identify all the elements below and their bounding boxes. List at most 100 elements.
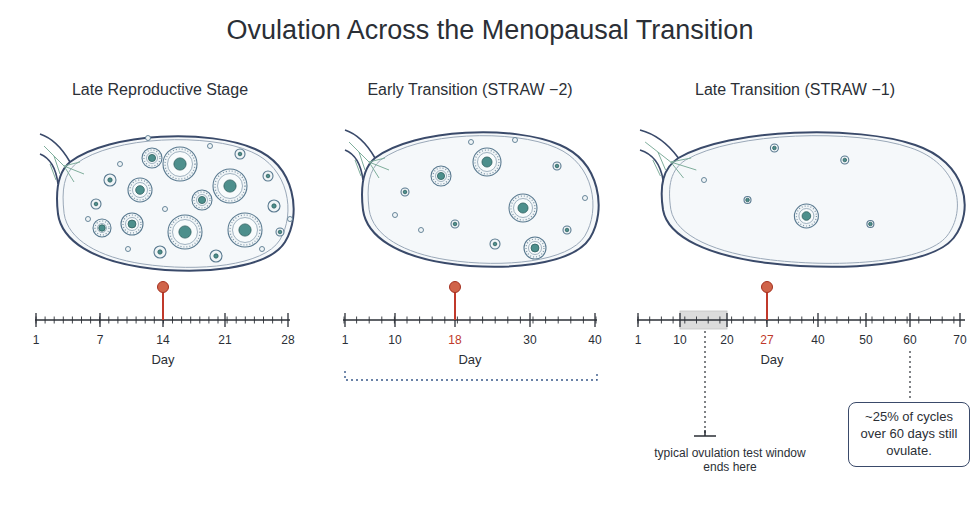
follicle — [263, 171, 273, 181]
axis-tick-label: 50 — [859, 333, 872, 347]
follicle — [431, 166, 451, 186]
axis-title: Day — [760, 352, 783, 368]
axis-tick-label: 14 — [156, 333, 169, 347]
axis-tick-label: 40 — [588, 333, 601, 347]
follicle — [86, 217, 91, 222]
follicle — [146, 136, 151, 141]
follicle — [213, 169, 247, 203]
follicle — [276, 228, 284, 236]
callout-box: ~25% of cycles over 60 days still ovulat… — [848, 402, 970, 467]
axis-tick-label: 40 — [811, 333, 824, 347]
leader-end-mark — [694, 430, 716, 436]
follicle — [228, 213, 262, 247]
axis-tick-label: 28 — [281, 333, 294, 347]
ovary-outline — [640, 130, 965, 267]
callout-text: ~25% of cycles over 60 days still ovulat… — [857, 409, 961, 460]
follicle — [524, 237, 546, 259]
axis-tick-label: 30 — [523, 333, 536, 347]
follicle — [770, 144, 778, 152]
axis-tick-label: 10 — [388, 333, 401, 347]
ovary-body — [362, 132, 599, 266]
axis-title: Day — [458, 352, 481, 368]
ovary-inner-outline — [63, 140, 288, 268]
blood-vessels — [645, 142, 696, 178]
follicle — [235, 149, 245, 159]
follicle — [91, 199, 101, 209]
follicle — [509, 194, 537, 222]
axis-tick-label: 18 — [448, 333, 461, 347]
ovulation-marker — [158, 282, 169, 321]
ovary-outline — [40, 134, 294, 271]
axis-tick-label: 10 — [673, 333, 686, 347]
panel-heading: Late Transition (STRAW −1) — [695, 80, 895, 99]
ovary-inner-outline — [368, 136, 593, 264]
follicle — [583, 196, 588, 201]
follicle — [118, 162, 123, 167]
timeline-axis — [343, 313, 597, 327]
follicle — [401, 188, 409, 196]
ovulation-marker — [762, 282, 773, 321]
axis-tick-label: 21 — [218, 333, 231, 347]
follicle — [93, 219, 111, 237]
axis-tick-label: 1 — [635, 333, 642, 347]
follicle — [142, 148, 162, 168]
axis-tick-label: 20 — [720, 333, 733, 347]
axis-tick-label: 7 — [97, 333, 104, 347]
follicle — [451, 220, 459, 228]
follicle — [168, 215, 202, 249]
follicle — [490, 239, 500, 249]
cycle-length-bracket — [345, 371, 597, 380]
follicle — [473, 148, 501, 176]
ovary-inner-outline — [670, 136, 958, 264]
diagram-title: Ovulation Across the Menopausal Transiti… — [227, 14, 754, 46]
ligament — [640, 150, 663, 180]
follicle — [192, 190, 212, 210]
leader-line — [909, 351, 910, 399]
follicle — [128, 178, 152, 202]
follicle — [121, 213, 143, 235]
follicle — [210, 250, 222, 262]
ovary-illustration — [345, 130, 599, 267]
follicle — [744, 197, 751, 204]
follicle — [867, 221, 874, 228]
axis-tick-label: 27 — [760, 333, 773, 347]
follicle — [163, 207, 168, 212]
follicle — [841, 156, 849, 164]
follicle — [563, 226, 571, 234]
timeline-axis — [637, 313, 965, 327]
axis-tick-label: 70 — [953, 333, 966, 347]
follicle — [208, 144, 213, 149]
follicle — [163, 147, 197, 181]
follicle — [513, 138, 518, 143]
axis-title: Day — [151, 352, 174, 368]
blood-vessels — [349, 142, 389, 178]
panel-heading: Early Transition (STRAW −2) — [367, 80, 572, 99]
follicle — [126, 247, 131, 252]
ovary-body — [662, 132, 965, 266]
follicle — [553, 162, 561, 170]
ovulation-marker — [450, 282, 461, 321]
follicle — [419, 228, 424, 233]
panel-heading: Late Reproductive Stage — [72, 80, 248, 99]
follicle — [702, 178, 707, 183]
follicle — [794, 204, 818, 228]
ovary-body — [57, 136, 294, 270]
follicle — [288, 217, 293, 222]
axis-tick-label: 1 — [33, 333, 40, 347]
follicle — [104, 174, 116, 186]
follicle — [260, 247, 265, 252]
follicle — [268, 200, 280, 212]
axis-tick-label: 1 — [342, 333, 349, 347]
follicle — [393, 213, 398, 218]
leader-line — [704, 331, 705, 434]
ovary-illustration — [40, 134, 294, 271]
axis-tick-label: 60 — [903, 333, 916, 347]
ovary-illustration — [640, 130, 965, 267]
blood-vessels — [44, 146, 84, 182]
follicle — [154, 246, 166, 258]
ovary-outline — [345, 130, 599, 267]
follicle — [469, 140, 474, 145]
callout-note: typical ovulation test window ends here — [650, 446, 810, 475]
